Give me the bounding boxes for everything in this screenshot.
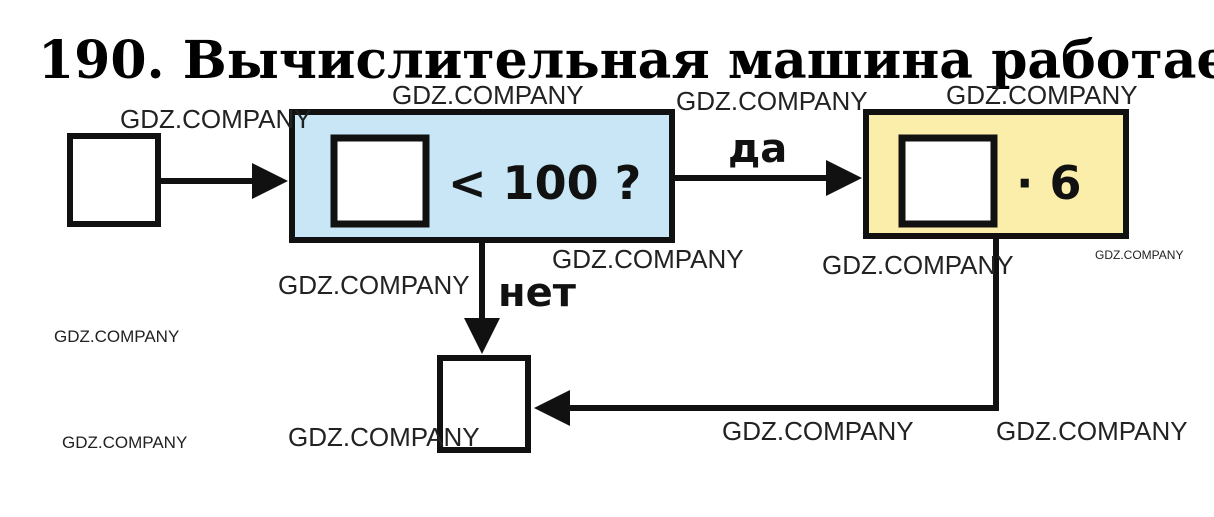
watermark: GDZ.COMPANY [1095, 248, 1183, 262]
watermark: GDZ.COMPANY [62, 433, 187, 452]
watermark: GDZ.COMPANY [54, 327, 179, 346]
watermark: GDZ.COMPANY [676, 86, 868, 116]
watermark: GDZ.COMPANY [552, 244, 744, 274]
watermark: GDZ.COMPANY [288, 422, 480, 452]
arrow-multiply-to-output [534, 239, 999, 426]
input-box [67, 133, 161, 227]
output-box [437, 355, 531, 453]
watermark: GDZ.COMPANY [392, 80, 584, 110]
watermark: GDZ.COMPANY [996, 416, 1188, 446]
watermark: GDZ.COMPANY [278, 270, 470, 300]
no-label: нет [498, 270, 577, 316]
watermark: GDZ.COMPANY [946, 80, 1138, 110]
condition-text: < 100 ? [448, 156, 641, 210]
page-title: 190. Вычислительная машина работает так: [38, 30, 1214, 91]
watermark: GDZ.COMPANY [120, 104, 312, 134]
multiply-text: · 6 [1016, 156, 1082, 210]
condition-slot [330, 134, 430, 228]
yes-label: да [728, 126, 787, 172]
watermark: GDZ.COMPANY [822, 250, 1014, 280]
watermark: GDZ.COMPANY [722, 416, 914, 446]
multiply-slot [898, 134, 998, 228]
